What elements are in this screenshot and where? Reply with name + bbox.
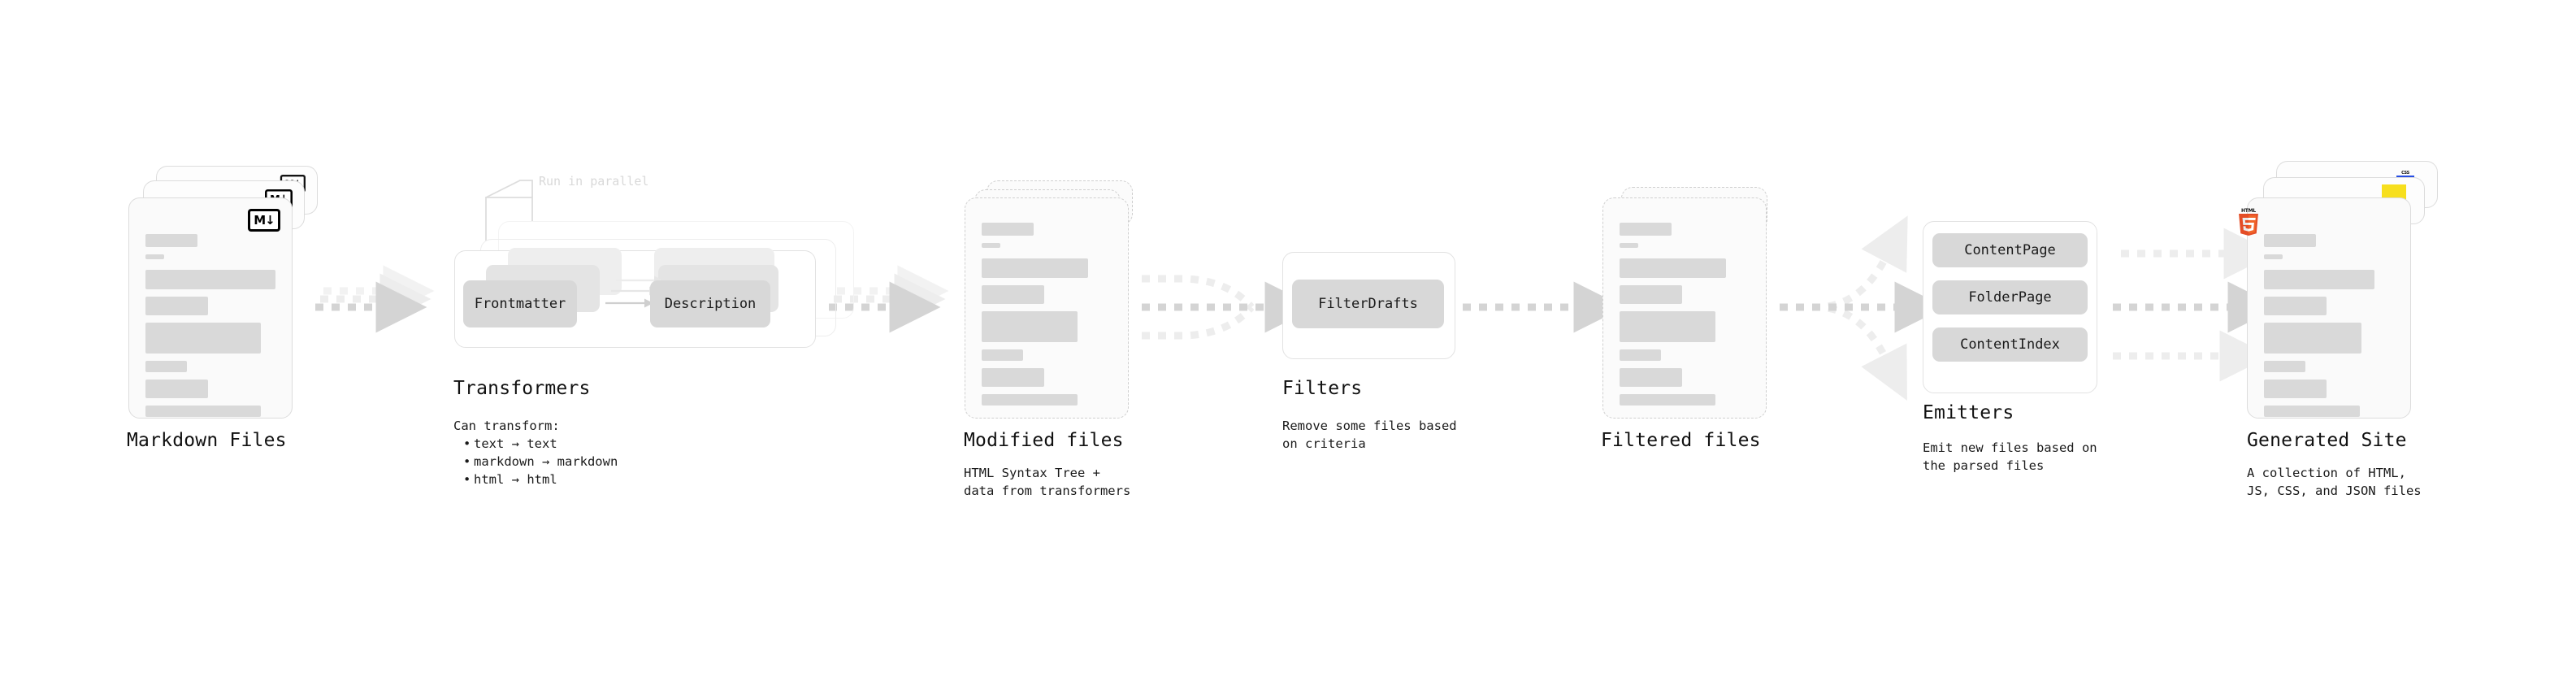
js-icon (2382, 184, 2406, 201)
content-bar (145, 361, 188, 372)
markdown-card-front: M↓ (128, 197, 293, 419)
content-bar (1620, 243, 1638, 248)
content-bar (145, 254, 164, 259)
filtered-card-front (1602, 197, 1767, 419)
stage-title-transformers: Transformers (453, 378, 591, 399)
content-bar (982, 349, 1024, 361)
list-item: markdown → markdown (463, 453, 618, 471)
filtered-card-content (1620, 223, 1750, 413)
content-bar (2264, 323, 2361, 354)
html5-icon: HTML (2236, 208, 2261, 236)
content-bar (2264, 254, 2283, 259)
list-item: html → html (463, 471, 618, 488)
content-bar (1620, 394, 1716, 406)
list-item: text → text (463, 435, 618, 453)
content-bar (145, 234, 197, 247)
content-bar (982, 258, 1089, 278)
emitter-pill-contentindex[interactable]: ContentIndex (1932, 327, 2088, 362)
transformer-pill-description[interactable]: Description (650, 280, 770, 327)
modified-card-content (982, 223, 1112, 413)
filters-subtitle: Remove some files based on criteria (1282, 419, 1457, 451)
stage-title-markdown-files: Markdown Files (127, 430, 287, 451)
content-bar (1620, 223, 1672, 236)
content-bar (145, 270, 275, 289)
content-bar (145, 323, 262, 354)
emitter-pill-contentpage[interactable]: ContentPage (1932, 233, 2088, 267)
transformers-capability-list: text → text markdown → markdown html → h… (463, 435, 618, 488)
content-bar (1620, 368, 1682, 387)
arrow-emitters-to-site (2113, 228, 2279, 382)
content-bar (2264, 234, 2316, 247)
content-bar (2264, 270, 2374, 289)
content-bar (145, 297, 208, 315)
markdown-card-content (145, 234, 275, 424)
arrow-markdown-to-transformers (315, 265, 435, 333)
content-bar (982, 243, 1000, 248)
generated-card-html: HTML (2239, 197, 2411, 419)
arrow-modified-to-filters (1142, 275, 1316, 340)
content-bar (982, 394, 1078, 406)
generated-site-subtitle: A collection of HTML, JS, CSS, and JSON … (2247, 466, 2422, 498)
run-in-parallel-label: Run in parallel (539, 174, 649, 189)
content-bar (145, 380, 208, 398)
stage-title-generated-site: Generated Site (2247, 430, 2407, 451)
generated-card-content (2264, 234, 2394, 424)
content-bar (2264, 297, 2327, 315)
transformer-pill-frontmatter[interactable]: Frontmatter (463, 280, 577, 327)
stage-title-modified-files: Modified files (964, 430, 1124, 451)
content-bar (1620, 258, 1727, 278)
emitter-pill-folderpage[interactable]: FolderPage (1932, 280, 2088, 314)
stage-title-filtered-files: Filtered files (1601, 430, 1761, 451)
filter-pill-filterdrafts[interactable]: FilterDrafts (1292, 280, 1444, 328)
content-bar (2264, 406, 2361, 417)
transformers-subtitle: Can transform: (453, 419, 560, 433)
content-bar (1620, 349, 1662, 361)
markdown-icon: M↓ (248, 209, 280, 232)
content-bar (1620, 311, 1716, 342)
content-bar (2264, 380, 2327, 398)
content-bar (145, 406, 262, 417)
html5-icon-shield (2239, 214, 2258, 236)
html5-icon-label: HTML (2240, 208, 2257, 214)
content-bar (982, 223, 1034, 236)
arrow-filtered-to-emitters (1780, 215, 1946, 401)
css3-icon-label: CSS (2401, 171, 2409, 176)
modified-files-subtitle: HTML Syntax Tree + data from transformer… (964, 466, 1131, 498)
emitters-subtitle: Emit new files based on the parsed files (1923, 440, 2097, 473)
modified-card-front (965, 197, 1129, 419)
content-bar (982, 368, 1044, 387)
stage-title-filters: Filters (1282, 378, 1363, 399)
content-bar (2264, 361, 2306, 372)
stage-title-emitters: Emitters (1923, 402, 2014, 423)
content-bar (982, 311, 1078, 342)
content-bar (982, 285, 1044, 304)
content-bar (1620, 285, 1682, 304)
